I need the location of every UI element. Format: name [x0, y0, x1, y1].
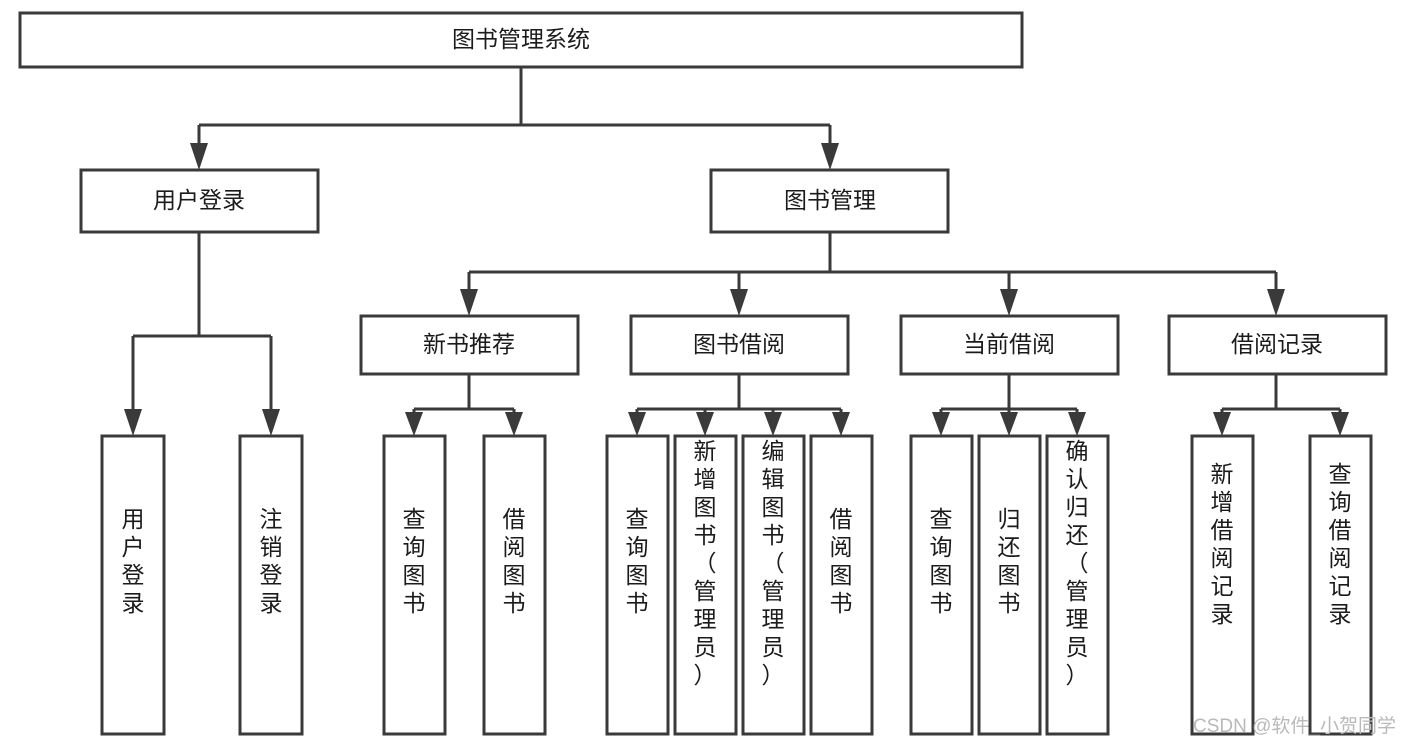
node-leaf-edit-book[interactable]: 编辑图书（管理员）: [741, 434, 806, 736]
connector-group-root-to-level2: [190, 67, 839, 170]
node-label-new-book-recommend: 新书推荐: [423, 331, 515, 357]
node-label-leaf-logout-login: 注销登录: [260, 506, 283, 616]
arrowhead-leaf-confirm-return: [1068, 412, 1086, 436]
node-user-login[interactable]: 用户登录: [79, 168, 320, 234]
node-leaf-borrow-book-2[interactable]: 借阅图书: [809, 434, 874, 736]
arrowhead-leaf-user-login: [124, 409, 142, 436]
node-leaf-query-book-3[interactable]: 查询图书: [909, 434, 974, 736]
arrowhead-leaf-query-record: [1331, 412, 1349, 436]
arrowhead-leaf-borrow-book-1: [505, 412, 523, 436]
arrowhead-leaf-add-book: [696, 412, 714, 436]
node-leaf-logout-login[interactable]: 注销登录: [238, 434, 304, 736]
node-label-borrow-record: 借阅记录: [1231, 331, 1323, 357]
node-box-leaf-query-book-2[interactable]: [605, 434, 670, 736]
node-box-leaf-add-record[interactable]: [1190, 434, 1255, 736]
connector-group-book-borrow-to-leaves: [628, 374, 850, 436]
node-box-user-login[interactable]: [79, 168, 320, 234]
node-leaf-add-book[interactable]: 新增图书（管理员）: [673, 434, 738, 736]
arrowhead-leaf-borrow-book-2: [832, 412, 850, 436]
node-label-user-login: 用户登录: [153, 187, 245, 213]
node-label-current-borrow: 当前借阅: [963, 331, 1055, 357]
node-root-book-management-system[interactable]: 图书管理系统: [18, 11, 1024, 69]
node-label-book-borrow: 图书借阅: [693, 331, 785, 357]
node-box-current-borrow[interactable]: [899, 314, 1120, 376]
node-box-leaf-confirm-return[interactable]: [1045, 434, 1110, 736]
arrowhead-leaf-query-book-3: [932, 412, 950, 436]
node-leaf-return-book[interactable]: 归还图书: [977, 434, 1042, 736]
arrowhead-borrow-record: [1267, 289, 1285, 316]
node-leaf-user-login[interactable]: 用户登录: [100, 434, 166, 736]
node-label-leaf-query-book-3: 查询图书: [930, 506, 953, 616]
node-label-leaf-add-book: 新增图书（管理员）: [694, 438, 717, 688]
arrowhead-leaf-query-book-2: [628, 412, 646, 436]
node-box-leaf-user-login[interactable]: [100, 434, 166, 736]
connector-group-new-book-recommend-to-leaves: [405, 374, 523, 436]
node-book-management[interactable]: 图书管理: [709, 168, 950, 234]
node-label-root: 图书管理系统: [452, 26, 590, 52]
node-leaf-borrow-book-1[interactable]: 借阅图书: [482, 434, 547, 736]
node-box-leaf-borrow-book-1[interactable]: [482, 434, 547, 736]
node-leaf-query-book-2[interactable]: 查询图书: [605, 434, 670, 736]
node-box-root[interactable]: [18, 11, 1024, 69]
node-new-book-recommend[interactable]: 新书推荐: [359, 314, 580, 376]
arrowhead-leaf-return-book: [1000, 412, 1018, 436]
node-box-leaf-return-book[interactable]: [977, 434, 1042, 736]
node-box-leaf-query-book-1[interactable]: [382, 434, 447, 736]
node-box-book-borrow[interactable]: [629, 314, 850, 376]
node-box-borrow-record[interactable]: [1167, 314, 1388, 376]
node-box-leaf-edit-book[interactable]: [741, 434, 806, 736]
arrowhead-leaf-logout-login: [262, 409, 280, 436]
arrowhead-leaf-add-record: [1213, 412, 1231, 436]
arrowhead-leaf-edit-book: [764, 412, 782, 436]
node-label-leaf-query-book-2: 查询图书: [626, 506, 649, 616]
node-leaf-add-record[interactable]: 新增借阅记录: [1190, 434, 1255, 736]
node-label-leaf-edit-book: 编辑图书（管理员）: [762, 438, 785, 688]
node-box-book-management[interactable]: [709, 168, 950, 234]
node-box-leaf-query-book-3[interactable]: [909, 434, 974, 736]
node-box-leaf-add-book[interactable]: [673, 434, 738, 736]
node-current-borrow[interactable]: 当前借阅: [899, 314, 1120, 376]
node-label-leaf-user-login: 用户登录: [122, 506, 145, 616]
node-label-leaf-borrow-book-2: 借阅图书: [830, 506, 853, 616]
node-box-leaf-query-record[interactable]: [1308, 434, 1373, 736]
node-label-leaf-confirm-return: 确认归还（管理员）: [1066, 438, 1089, 688]
node-leaf-query-record[interactable]: 查询借阅记录: [1308, 434, 1373, 736]
arrowhead-current-borrow: [1000, 289, 1018, 316]
node-label-book-management: 图书管理: [784, 187, 876, 213]
connector-group-book-management-to-level3: [460, 232, 1285, 316]
node-label-leaf-return-book: 归还图书: [998, 506, 1021, 616]
connector-group-borrow-record-to-leaves: [1213, 374, 1349, 436]
node-leaf-query-book-1[interactable]: 查询图书: [382, 434, 447, 736]
node-box-leaf-logout-login[interactable]: [238, 434, 304, 736]
node-box-new-book-recommend[interactable]: [359, 314, 580, 376]
node-book-borrow[interactable]: 图书借阅: [629, 314, 850, 376]
node-borrow-record[interactable]: 借阅记录: [1167, 314, 1388, 376]
node-leaf-confirm-return[interactable]: 确认归还（管理员）: [1045, 434, 1110, 736]
arrowhead-new-book-recommend: [460, 289, 478, 316]
csdn-watermark: CSDN @软件_小贺同学: [1193, 715, 1396, 737]
node-box-leaf-borrow-book-2[interactable]: [809, 434, 874, 736]
arrowhead-book-borrow: [730, 289, 748, 316]
arrowhead-leaf-query-book-1: [405, 412, 423, 436]
arrowhead-user-login: [190, 143, 208, 170]
connector-group-user-login-to-leaves: [124, 232, 280, 436]
node-label-leaf-add-record: 新增借阅记录: [1211, 461, 1234, 627]
connector-group-current-borrow-to-leaves: [932, 374, 1086, 436]
node-label-leaf-query-record: 查询借阅记录: [1329, 461, 1352, 627]
arrowhead-book-management: [821, 143, 839, 170]
node-label-leaf-query-book-1: 查询图书: [403, 506, 426, 616]
node-label-leaf-borrow-book-1: 借阅图书: [503, 506, 526, 616]
